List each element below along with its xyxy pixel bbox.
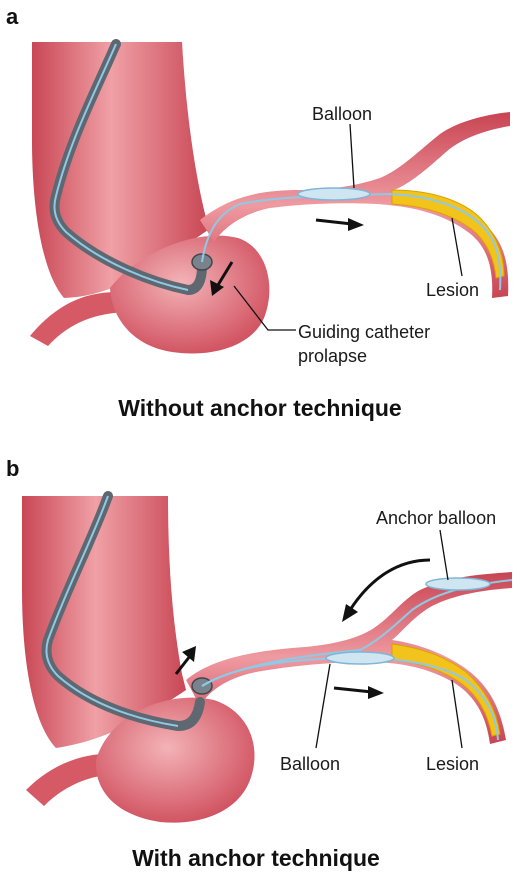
panel-b-forward-arrow (334, 686, 384, 699)
panel-a-prolapse-label-line2: prolapse (298, 346, 367, 366)
panel-b-lesion-label: Lesion (426, 754, 479, 774)
panel-b-anchor-balloon-label: Anchor balloon (376, 508, 496, 528)
panel-b-anchor-balloon-leader (440, 530, 448, 580)
panel-b-letter: b (6, 456, 19, 481)
panel-a-caption: Without anchor technique (118, 395, 401, 421)
panel-a: a (6, 4, 510, 421)
panel-a-side-branch (30, 292, 124, 346)
panel-a-balloon (298, 188, 370, 200)
panel-a-balloon-label: Balloon (312, 104, 372, 124)
panel-b: b (6, 456, 512, 871)
panel-a-anatomy (30, 42, 510, 354)
panel-a-lesion-label: Lesion (426, 280, 479, 300)
panel-b-caption: With anchor technique (132, 845, 380, 871)
panel-b-balloon (326, 652, 394, 664)
panel-a-balloon-leader (350, 124, 354, 188)
panel-a-lesion-plaque (392, 190, 504, 278)
panel-b-lesion-leader (452, 680, 462, 748)
panel-b-balloon-leader (316, 664, 330, 748)
panel-a-prolapse-label-line1: Guiding catheter (298, 322, 430, 342)
panel-b-balloon-label: Balloon (280, 754, 340, 774)
panel-b-anchor-balloon (426, 578, 490, 590)
panel-a-letter: a (6, 4, 19, 29)
panel-a-forward-arrow (316, 218, 364, 231)
